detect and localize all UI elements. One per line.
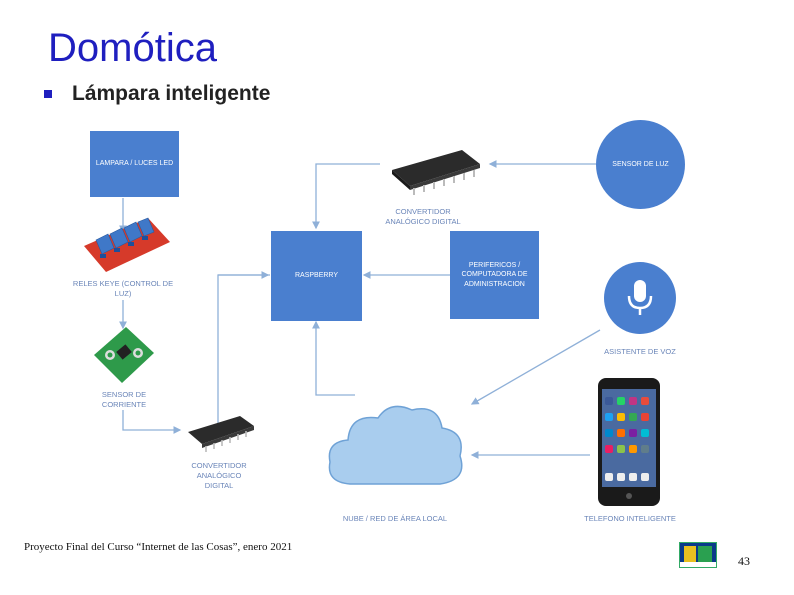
current-sensor-icon xyxy=(94,327,154,383)
footer-text: Proyecto Final del Curso “Internet de la… xyxy=(24,541,293,553)
subtitle: Lámpara inteligente xyxy=(72,82,271,105)
chip-icon xyxy=(188,416,254,452)
caption-asistente: ASISTENTE DE VOZ xyxy=(604,347,676,356)
cloud-icon xyxy=(328,405,463,485)
bullet-item: Lámpara inteligente xyxy=(44,82,270,106)
caption-reles: RELES KEYE (CONTROL DE LUZ) xyxy=(72,279,174,299)
node-perifericos: PERIFERICOS / COMPUTADORA DE ADMINISTRAC… xyxy=(450,231,539,319)
node-lampara: LAMPARA / LUCES LED xyxy=(90,131,179,197)
chip-icon xyxy=(392,150,480,195)
page-number: 43 xyxy=(738,554,750,568)
page-title: Domótica xyxy=(48,26,217,70)
bullet-square-icon xyxy=(44,90,52,98)
institution-logo-icon xyxy=(679,542,717,568)
caption-telefono: TELEFONO INTELIGENTE xyxy=(584,514,676,523)
node-raspberry: RASPBERRY xyxy=(271,231,362,321)
smartphone-icon xyxy=(598,378,660,506)
relay-board-icon xyxy=(84,217,170,272)
microphone-icon xyxy=(604,262,676,334)
caption-nube: NUBE / RED DE ÁREA LOCAL xyxy=(342,514,448,523)
node-sensor-luz: SENSOR DE LUZ xyxy=(596,120,685,209)
caption-sensor-corriente: SENSOR DE CORRIENTE xyxy=(101,390,147,410)
caption-convertidor-bottom: CONVERTIDOR ANALÓGICO DIGITAL xyxy=(191,461,247,491)
caption-convertidor-top: CONVERTIDOR ANALÓGICO DIGITAL xyxy=(385,207,461,227)
